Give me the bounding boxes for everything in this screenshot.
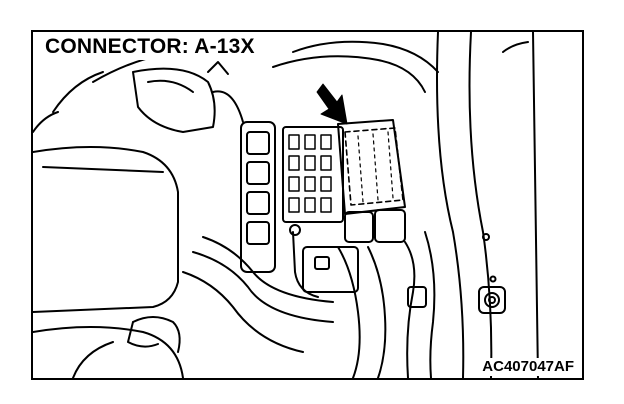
mounting-bolt — [478, 286, 506, 314]
connector-title: CONNECTOR: A-13X — [42, 34, 258, 60]
diagram-frame: CONNECTOR: A-13X AC407047AF — [31, 30, 584, 380]
fuse-block — [282, 126, 344, 223]
wire-harness — [182, 224, 436, 378]
side-clip — [127, 316, 181, 353]
body-panel-lines — [436, 32, 539, 378]
left-bracket — [33, 67, 216, 378]
pointer-arrow — [316, 83, 348, 125]
engine-bay-illustration — [33, 32, 539, 378]
relay-stack — [207, 61, 276, 273]
figure-code: AC407047AF — [480, 358, 576, 376]
connector-a-13x — [337, 119, 406, 243]
